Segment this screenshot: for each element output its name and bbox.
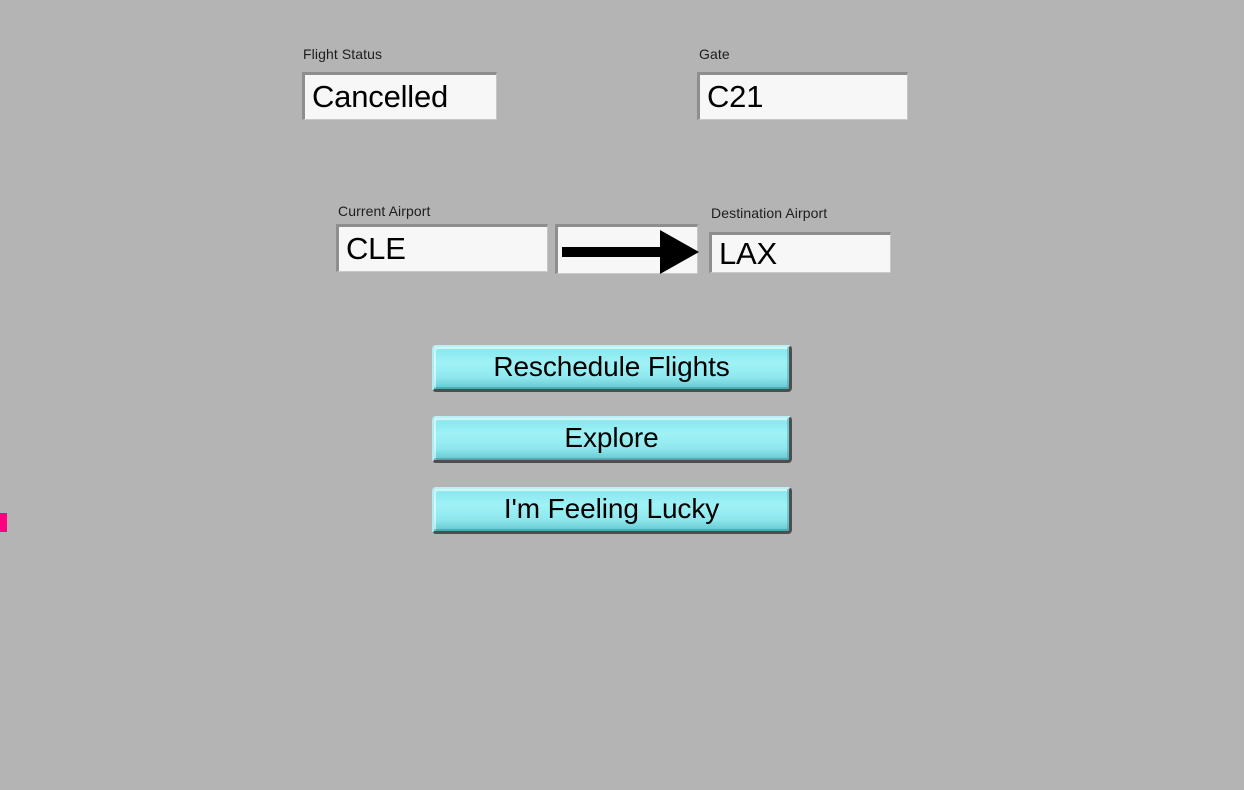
explore-button[interactable]: Explore [432,416,792,463]
explore-button-label: Explore [564,422,659,453]
edge-marker [0,513,7,532]
destination-airport-value: LAX [719,235,777,271]
gate-label: Gate [699,46,730,62]
im-feeling-lucky-button[interactable]: I'm Feeling Lucky [432,487,792,534]
gate-value: C21 [707,79,764,114]
current-airport-label: Current Airport [338,203,431,219]
flight-status-input[interactable]: Cancelled [302,72,497,120]
im-feeling-lucky-button-label: I'm Feeling Lucky [503,493,720,524]
current-airport-input[interactable]: CLE [336,224,548,272]
gate-input[interactable]: C21 [697,72,908,120]
flight-status-value: Cancelled [312,79,449,114]
destination-airport-label: Destination Airport [711,205,828,221]
current-airport-value: CLE [346,231,406,266]
arrow-right-icon [562,230,699,274]
reschedule-flights-button[interactable]: Reschedule Flights [432,345,792,392]
destination-airport-input[interactable]: LAX [709,232,891,273]
flight-status-label: Flight Status [303,46,383,62]
route-direction-indicator [555,224,699,274]
reschedule-flights-button-label: Reschedule Flights [493,351,730,382]
